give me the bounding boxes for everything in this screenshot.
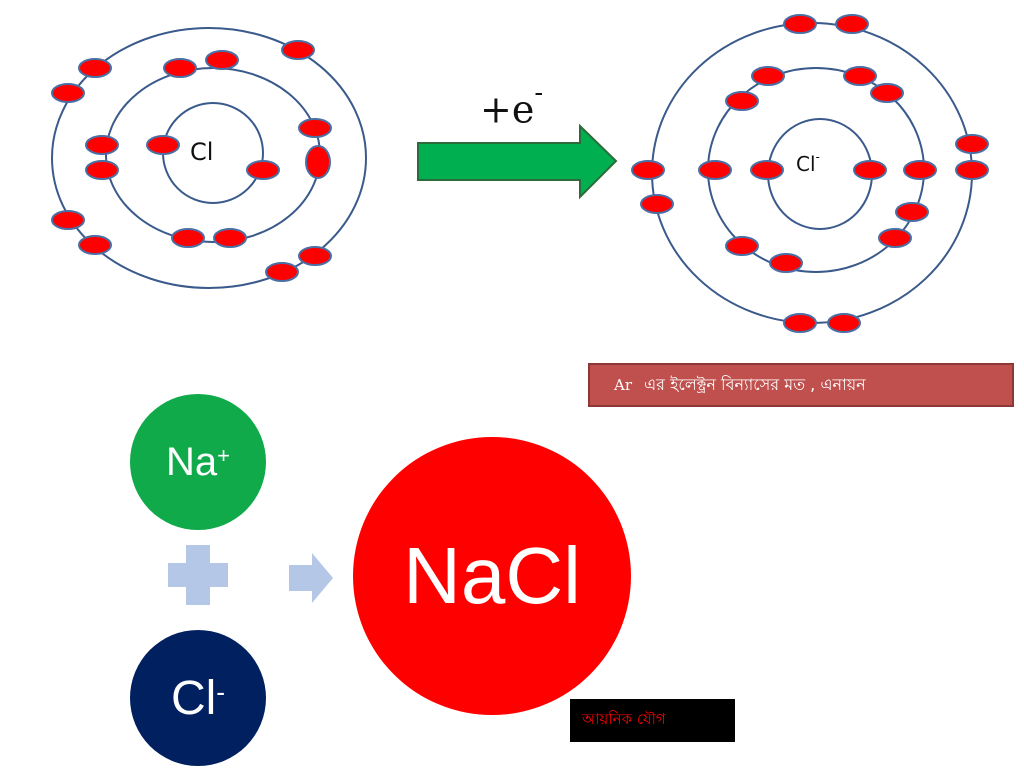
chloride-ion-circle: Cl- [130, 630, 266, 766]
chloride-electron-12 [903, 160, 937, 180]
compound-formula: NaCl [403, 531, 581, 620]
chloride-electron-1 [750, 160, 784, 180]
plus-sign-icon [168, 545, 228, 605]
chlorine-electron-2 [246, 160, 280, 180]
argon-note-text: এর ইলেক্ট্রন বিন্যাসের মত , এনায়ন [644, 374, 866, 394]
chloride-electron-6 [870, 83, 904, 103]
chlorine-atom-model [51, 27, 367, 289]
chloride-electron-18 [955, 160, 989, 180]
chlorine-electron-5 [298, 118, 332, 138]
ionic-compound-text: আয়নিক যৌগ [582, 710, 666, 728]
chloride-electron-10 [878, 228, 912, 248]
chloride-electron-16 [640, 194, 674, 214]
chlorine-electron-17 [298, 246, 332, 266]
chlorine-electron-15 [78, 235, 112, 255]
ionic-compound-note: আয়নিক যৌগ [570, 699, 735, 742]
argon-symbol: Ar [614, 376, 633, 394]
chloride-ion-model [631, 14, 989, 333]
chlorine-electron-3 [163, 58, 197, 78]
chlorine-electron-11 [78, 58, 112, 78]
chlorine-electron-4 [205, 50, 239, 70]
sodium-ion-circle: Na+ [130, 394, 266, 530]
argon-configuration-note: Ar এর ইলেক্ট্রন বিন্যাসের মত , এনায়ন [588, 363, 1014, 407]
sodium-ion-charge: + [217, 443, 230, 468]
chloride-ion-label: Cl- [796, 150, 820, 176]
chloride-electron-14 [835, 14, 869, 34]
chloride-electron-17 [955, 134, 989, 154]
chloride-electron-20 [827, 313, 861, 333]
chloride-electron-19 [783, 313, 817, 333]
chlorine-orbit-3 [51, 27, 367, 289]
chloride-electron-4 [725, 91, 759, 111]
chlorine-electron-10 [85, 160, 119, 180]
chlorine-electron-16 [265, 262, 299, 282]
yields-arrow-icon [289, 553, 333, 603]
sodium-chloride-circle: NaCl [353, 437, 631, 715]
electron-gain-label: +e- [480, 78, 544, 132]
chloride-electron-2 [853, 160, 887, 180]
chlorine-electron-14 [51, 210, 85, 230]
chloride-electron-13 [783, 14, 817, 34]
electron-gain-arrow [417, 123, 618, 200]
chloride-ion-symbol: Cl [170, 671, 217, 725]
chloride-ion-charge: - [216, 676, 226, 707]
chlorine-electron-13 [281, 40, 315, 60]
chlorine-electron-7 [171, 228, 205, 248]
chlorine-electron-12 [51, 83, 85, 103]
sodium-ion-symbol: Na [166, 439, 218, 484]
chloride-electron-8 [769, 253, 803, 273]
chlorine-electron-6 [305, 145, 331, 179]
chloride-electron-7 [725, 236, 759, 256]
chloride-electron-15 [631, 160, 665, 180]
chloride-electron-11 [698, 160, 732, 180]
chlorine-electron-1 [146, 135, 180, 155]
chlorine-atom-label: Cl [190, 138, 214, 166]
chlorine-electron-9 [85, 135, 119, 155]
chlorine-electron-8 [213, 228, 247, 248]
chloride-electron-9 [895, 202, 929, 222]
chloride-electron-3 [751, 66, 785, 86]
chloride-electron-5 [843, 66, 877, 86]
